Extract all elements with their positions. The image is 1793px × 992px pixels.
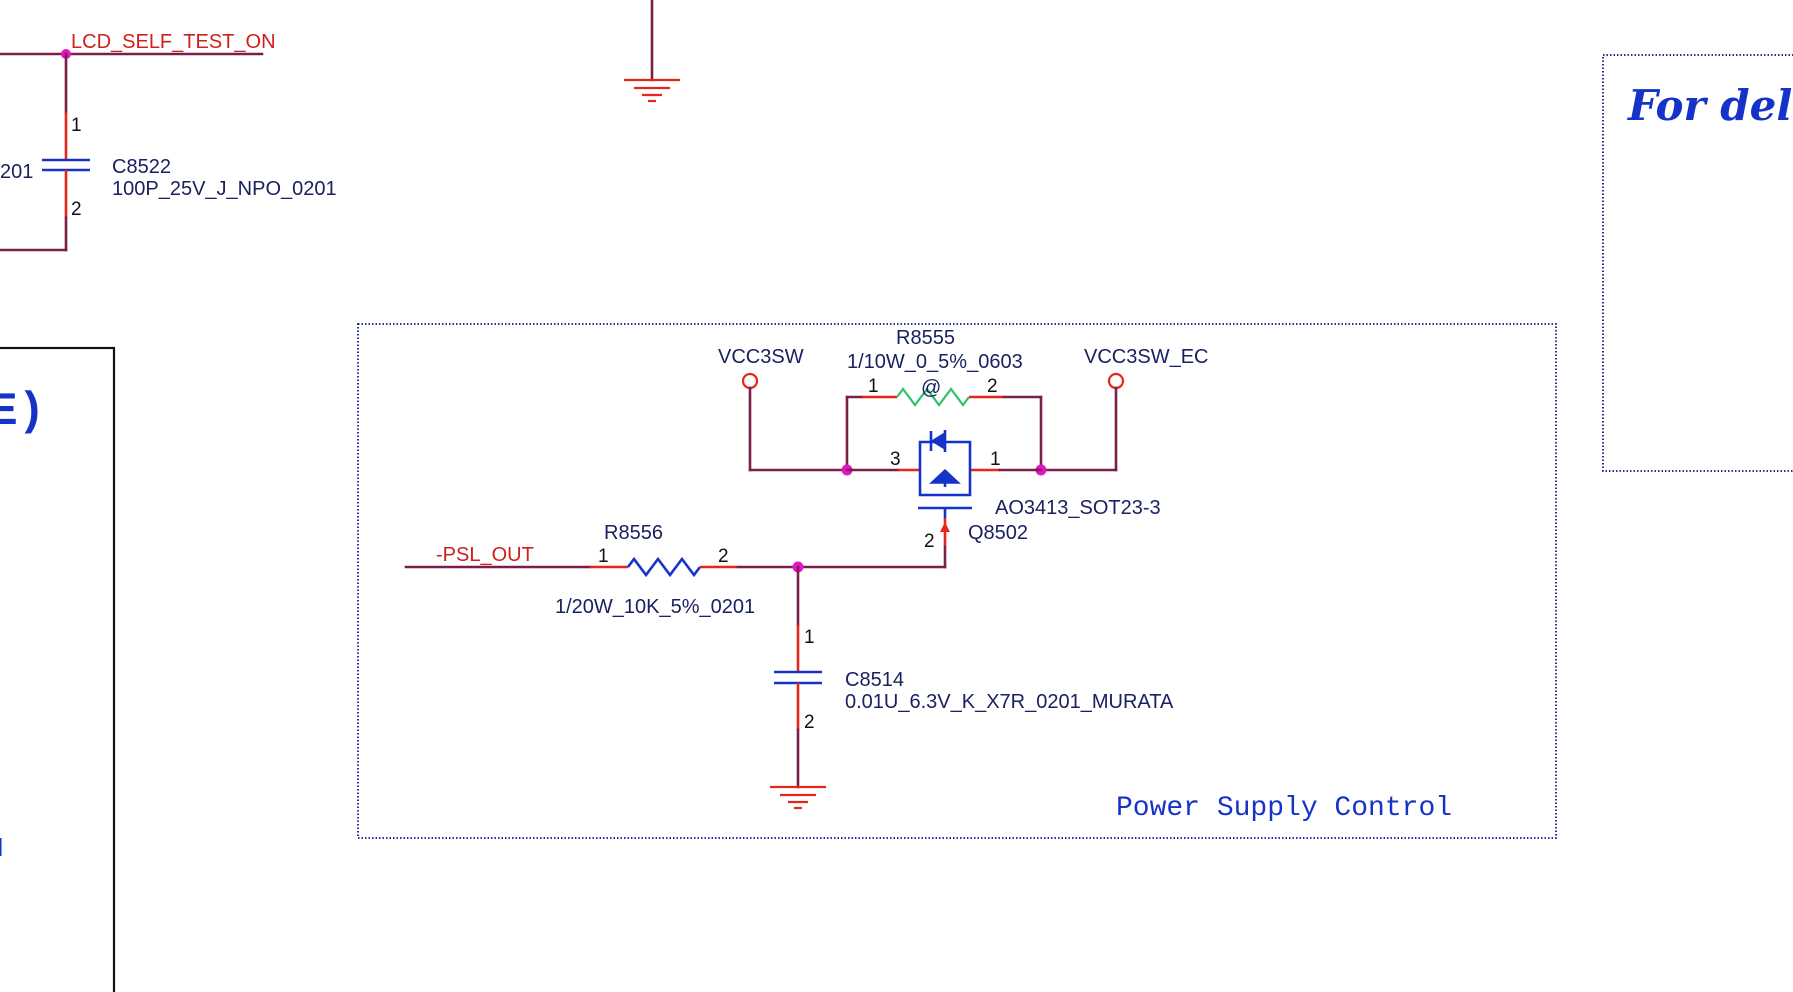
right-partial-box: For del (1602, 54, 1793, 472)
ground-icon (770, 785, 826, 810)
c8522-value: 100P_25V_J_NPO_0201 (112, 178, 337, 200)
c8514-pin2-number: 2 (804, 712, 815, 733)
power-supply-control-title: Power Supply Control (1116, 793, 1452, 824)
top-ground (624, 0, 680, 103)
r8556-resistor-icon (626, 556, 702, 578)
vcc3sw-ec-port-label: VCC3SW_EC (1084, 346, 1208, 368)
vcc3sw-ec-port-icon (1107, 372, 1125, 390)
c8522-section: LCD_SELF_TEST_ON 1 2 C8522 100P_25V_J_NP… (0, 31, 337, 252)
left-box-partial-text: E) (0, 386, 45, 438)
r8555-value: 1/10W_0_5%_0603 (847, 351, 1023, 373)
left-partial-box: E) (0, 346, 116, 992)
power-supply-control-border (357, 323, 1557, 839)
q8502-drain-pin-number: 1 (990, 449, 1001, 470)
r8556-ref: R8556 (604, 522, 663, 544)
r8555-ref: R8555 (896, 327, 955, 349)
right-box-partial-text: For del (1627, 81, 1792, 130)
r8555-mark: @ (921, 377, 941, 399)
q8502-source-pin-number: 3 (890, 449, 901, 470)
r8556-value: 1/20W_10K_5%_0201 (555, 596, 755, 618)
net-label-lcd-self-test-on: LCD_SELF_TEST_ON (71, 31, 276, 53)
c8522-pin1-number: 1 (71, 115, 82, 136)
q8502-value: AO3413_SOT23-3 (995, 497, 1161, 519)
c8522-pin2-number: 2 (71, 199, 82, 220)
c8514-ref: C8514 (845, 669, 904, 691)
c8522-ref: C8522 (112, 156, 171, 178)
c8514-pin1-number: 1 (804, 627, 815, 648)
q8502-mosfet-icon (845, 430, 1043, 547)
vcc3sw-port-label: VCC3SW (718, 346, 804, 368)
r8556-pin1-number: 1 (598, 546, 609, 567)
r8555-pin2-number: 2 (987, 376, 998, 397)
r8555-resistor-icon (896, 387, 970, 407)
r8556-pin2-number: 2 (718, 546, 729, 567)
left-partial-value: 201 (0, 161, 33, 183)
net-label-psl-out: -PSL_OUT (436, 544, 534, 566)
q8502-gate-pin-number: 2 (924, 531, 935, 552)
q8502-ref: Q8502 (968, 522, 1028, 544)
vcc3sw-port-icon (741, 372, 759, 390)
c8514-value: 0.01U_6.3V_K_X7R_0201_MURATA (845, 691, 1174, 713)
left-box-border (0, 346, 116, 992)
power-supply-control-block: Power Supply Control VCC3SW VCC3SW_EC R8… (357, 323, 1557, 839)
r8555-pin1-number: 1 (868, 376, 879, 397)
